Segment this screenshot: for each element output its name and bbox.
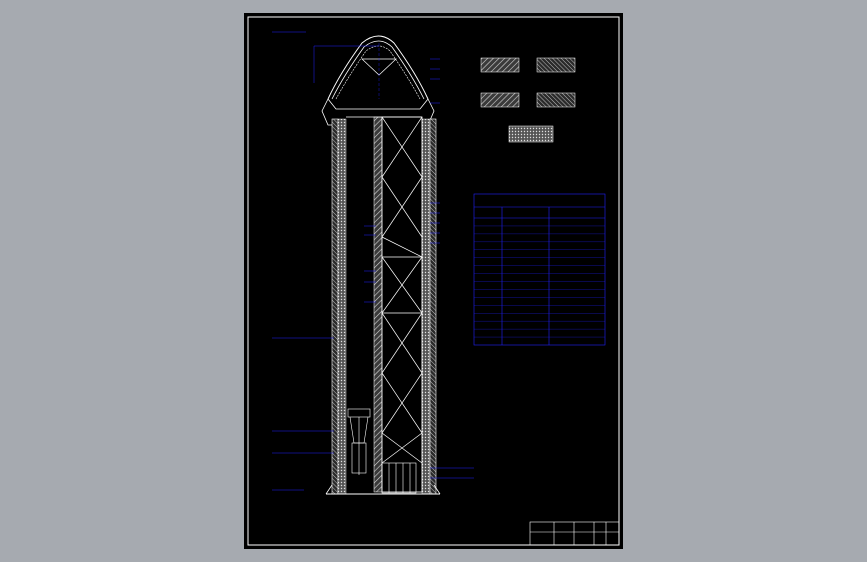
kiln-section-drawing (247, 16, 620, 546)
drawing-sheet (244, 13, 623, 549)
material-legend (480, 57, 576, 143)
legend-swatch-3 (480, 92, 520, 108)
legend-swatch-5 (508, 125, 554, 143)
legend-swatch-1 (480, 57, 520, 73)
sheet-border (247, 16, 620, 546)
left-callouts (272, 31, 376, 491)
burner-assembly (347, 408, 417, 494)
legend-swatch-2 (536, 57, 576, 73)
lattice-bracing (381, 116, 423, 464)
legend-swatch-4 (536, 92, 576, 108)
shaft-walls (325, 116, 441, 495)
title-block (529, 521, 620, 546)
parts-table (473, 193, 606, 346)
dome-roof (313, 35, 435, 126)
right-callouts (430, 58, 474, 479)
